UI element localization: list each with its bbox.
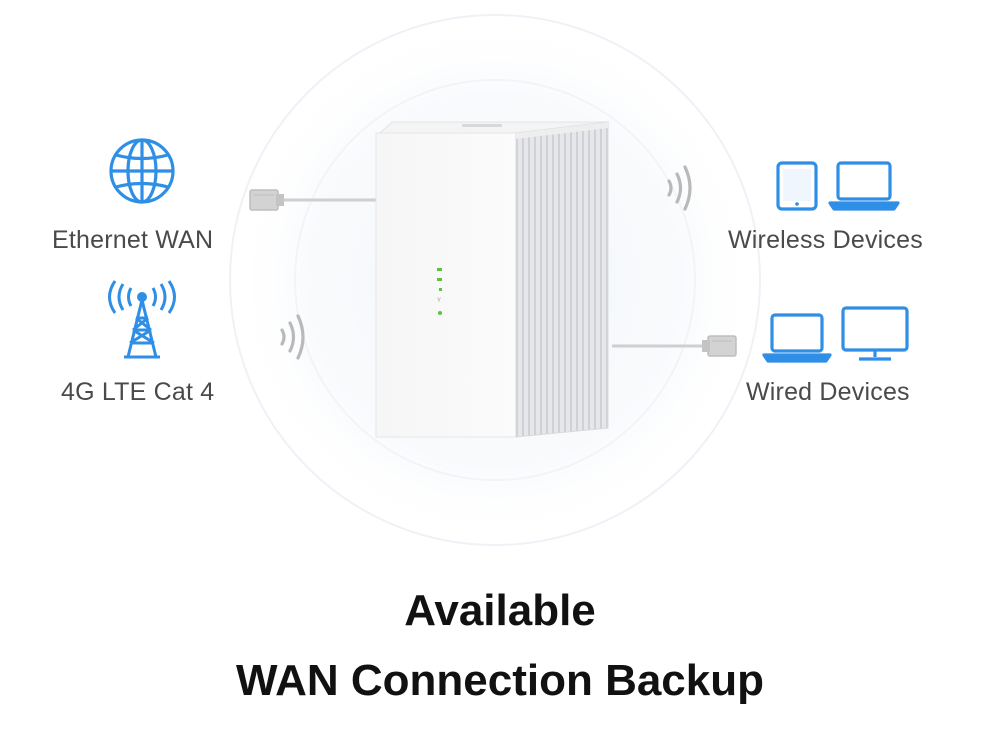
- lte-label: 4G LTE Cat 4: [61, 378, 215, 406]
- laptop-icon: [828, 161, 900, 211]
- wifi-waves-icon: [280, 314, 305, 360]
- wifi-waves-icon: [667, 165, 692, 211]
- tablet-icon: [776, 161, 818, 211]
- ethernet-wan-label: Ethernet WAN: [52, 226, 214, 254]
- cell-tower-icon: [108, 280, 176, 359]
- laptop-icon: [762, 313, 832, 363]
- router-status-leds: Y: [437, 268, 442, 315]
- ethernet-plug-icon: [702, 335, 737, 357]
- globe-icon: [109, 138, 175, 204]
- svg-text:Y: Y: [437, 298, 441, 304]
- monitor-icon: [841, 306, 909, 361]
- wireless-devices-label: Wireless Devices: [728, 226, 923, 254]
- wired-devices-label: Wired Devices: [746, 378, 910, 406]
- headline-line-1: Available: [404, 586, 596, 635]
- router-device: [375, 121, 610, 438]
- headline-line-2: WAN Connection Backup: [235, 656, 765, 705]
- ethernet-plug-icon: [249, 189, 284, 211]
